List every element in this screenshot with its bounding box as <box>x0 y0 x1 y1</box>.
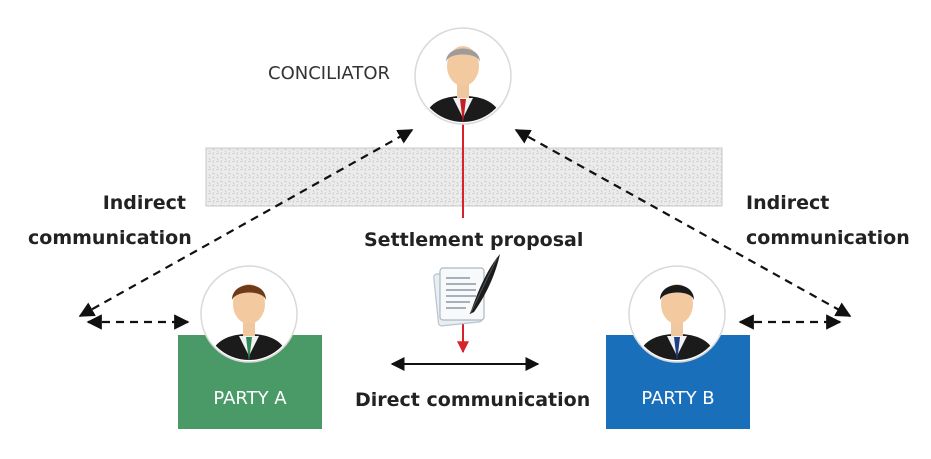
settlement-proposal-label: Settlement proposal <box>364 229 584 251</box>
indirect-communication-left-label: Indirect communication <box>28 186 192 256</box>
indirect-right-line2: communication <box>746 227 910 249</box>
conciliator-label: CONCILIATOR <box>268 63 391 84</box>
indirect-communication-right-label: Indirect communication <box>746 186 926 256</box>
conciliator-avatar <box>414 27 512 125</box>
party-a-label: PARTY A <box>213 388 287 409</box>
indirect-left-line2: communication <box>28 227 192 249</box>
direct-communication-label: Direct communication <box>355 389 591 411</box>
indirect-arrow-right-diagonal <box>514 129 852 317</box>
document-quill-icon <box>433 254 500 327</box>
party-b-label: PARTY B <box>641 388 715 409</box>
indirect-arrow-left-diagonal <box>78 129 414 317</box>
indirect-right-line1: Indirect <box>746 192 830 214</box>
indirect-left-line1: Indirect <box>102 192 186 214</box>
